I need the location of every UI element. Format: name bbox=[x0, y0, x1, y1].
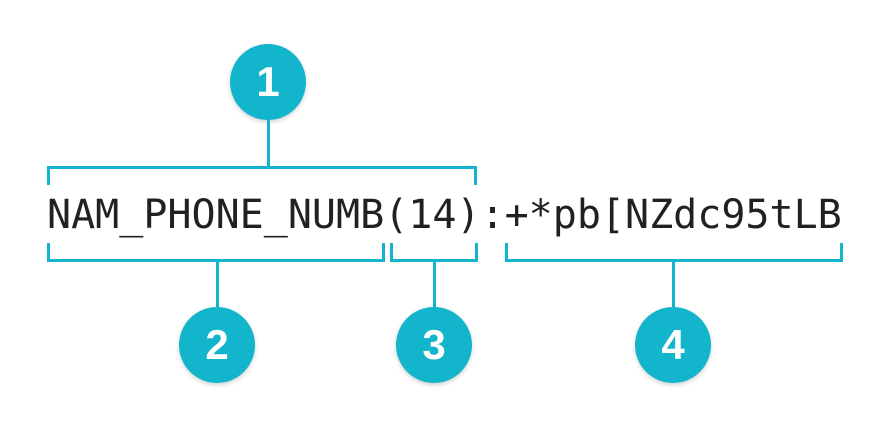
callout-4-number: 4 bbox=[661, 321, 685, 368]
callout-3-number: 3 bbox=[422, 321, 446, 368]
callout-2-number: 2 bbox=[205, 321, 229, 368]
callout-2-stem bbox=[215, 262, 219, 308]
bracket-name-and-length bbox=[47, 166, 477, 185]
code-line: NAM_PHONE_NUMB(14):+*pb[NZdc95tLB bbox=[47, 190, 842, 240]
bracket-infotype-name bbox=[47, 243, 385, 262]
code-part-encrypted-value: +*pb[NZdc95tLB bbox=[504, 192, 842, 238]
callout-3-stem bbox=[432, 262, 436, 308]
callout-1-stem bbox=[266, 119, 270, 167]
code-part-separator: : bbox=[480, 192, 505, 238]
callout-2-badge: 2 bbox=[179, 307, 255, 383]
callout-3-badge: 3 bbox=[396, 307, 472, 383]
callout-4-stem bbox=[671, 262, 675, 308]
callout-1-badge: 1 bbox=[230, 44, 306, 120]
bracket-encrypted-value bbox=[505, 243, 843, 262]
bracket-length bbox=[390, 243, 478, 262]
callout-1-number: 1 bbox=[256, 58, 280, 105]
callout-4-badge: 4 bbox=[635, 307, 711, 383]
code-part-length: (14) bbox=[384, 192, 481, 238]
code-part-infotype-name: NAM_PHONE_NUMB bbox=[47, 192, 385, 238]
